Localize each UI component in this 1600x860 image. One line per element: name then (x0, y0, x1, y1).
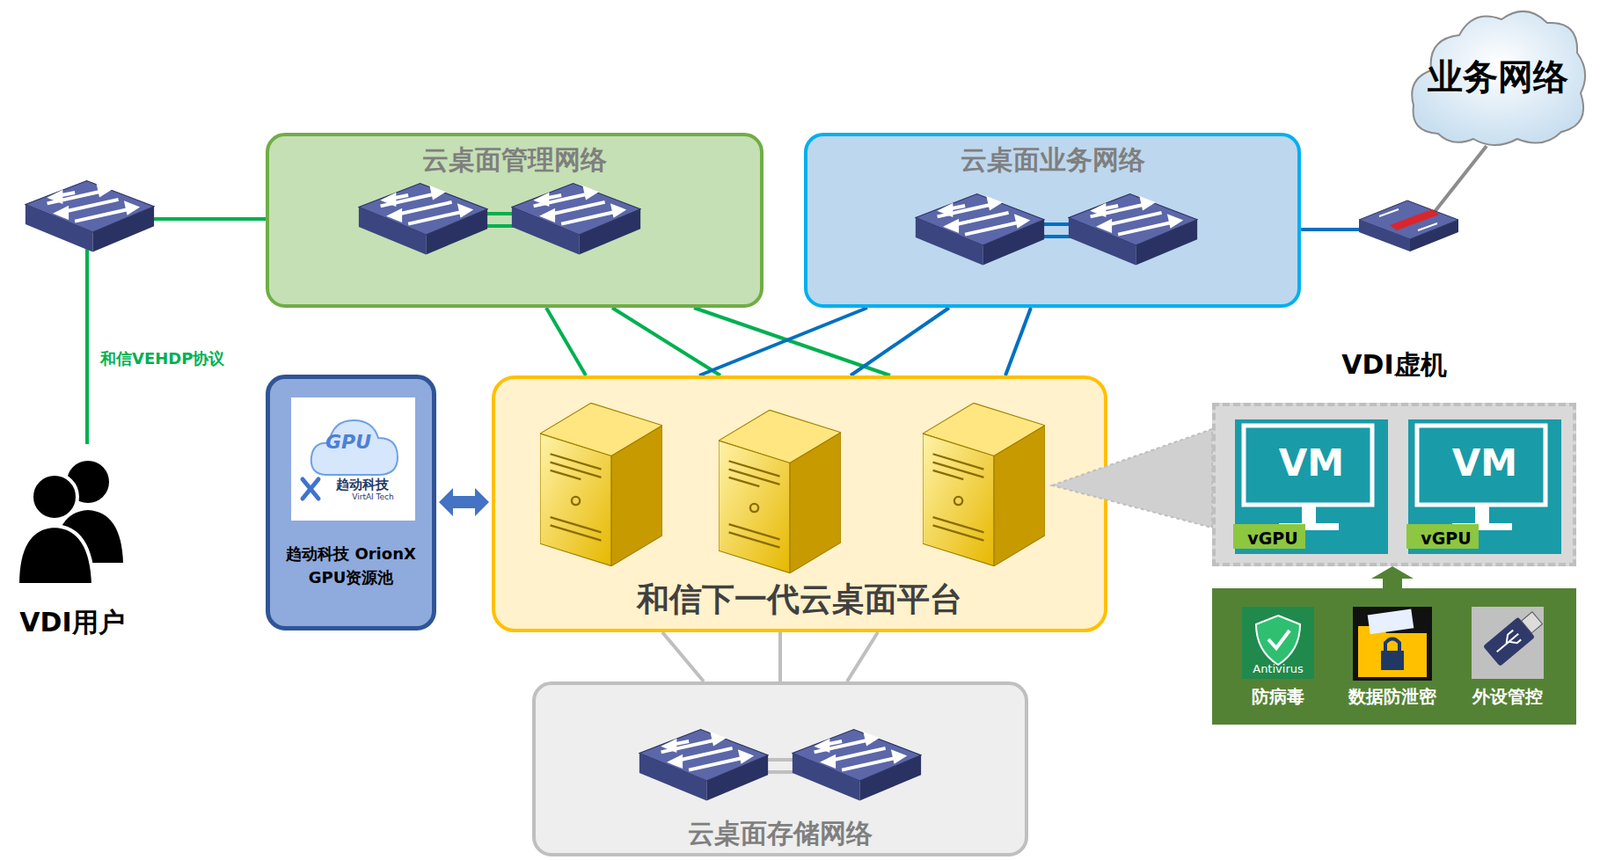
vgpu-tag: vGPU (1236, 529, 1309, 549)
node-text: VDI用户 (1, 607, 143, 639)
node-text: 云桌面管理网络 (265, 145, 764, 176)
gpu-pool-box: 趋动科技 OrionX GPU资源池 (265, 374, 437, 631)
node-text: 云桌面业务网络 (803, 145, 1301, 176)
vm-tile: VM vGPU (1408, 419, 1562, 555)
connector (87, 219, 266, 445)
desktop-platform-zone: 和信下一代云桌面平台 (491, 375, 1108, 633)
node-text: 业务网络 (1402, 56, 1593, 97)
connector (1371, 566, 1414, 589)
logo-text: 趋动科技 (336, 476, 389, 494)
management-network-zone: 云桌面管理网络 (265, 132, 764, 308)
connector (438, 488, 490, 517)
node-text: VDI虚机 (1212, 350, 1577, 381)
connector (1300, 146, 1487, 230)
node-text: VM (1252, 442, 1371, 485)
connector (546, 307, 891, 376)
edge-label: 和信VEHDP协议 (98, 348, 227, 370)
node-text: 外设管控 (1454, 686, 1561, 708)
icon-caption: Antivirus (1252, 662, 1304, 676)
logo-text: GPU (325, 431, 372, 453)
vm-tile: VM vGPU (1234, 419, 1389, 555)
vgpu-tag: vGPU (1410, 529, 1483, 549)
connector (699, 307, 1031, 376)
node-text: 和信下一代云桌面平台 (491, 581, 1108, 620)
security-box: 防病毒数据防泄密外设管控 (1212, 588, 1577, 725)
node-text: 防病毒 (1225, 686, 1331, 708)
node-text: VM (1425, 442, 1544, 485)
storage-network-zone: 云桌面存储网络 (532, 681, 1029, 857)
vdi-user: VDI用户 (1, 444, 143, 643)
node-text: 云桌面存储网络 (532, 818, 1029, 850)
logo-text: VirtAI Tech (351, 492, 395, 502)
vdi-vm-panel: VDI虚机VMvGPUVMvGPU (1212, 402, 1577, 567)
business-network-zone: 云桌面业务网络 (803, 132, 1301, 308)
cloud-network: 业务网络 (1402, 1, 1593, 152)
connector (662, 632, 878, 682)
node-text: 趋动科技 OrionX GPU资源池 (269, 541, 433, 590)
node-text: 数据防泄密 (1339, 686, 1446, 708)
